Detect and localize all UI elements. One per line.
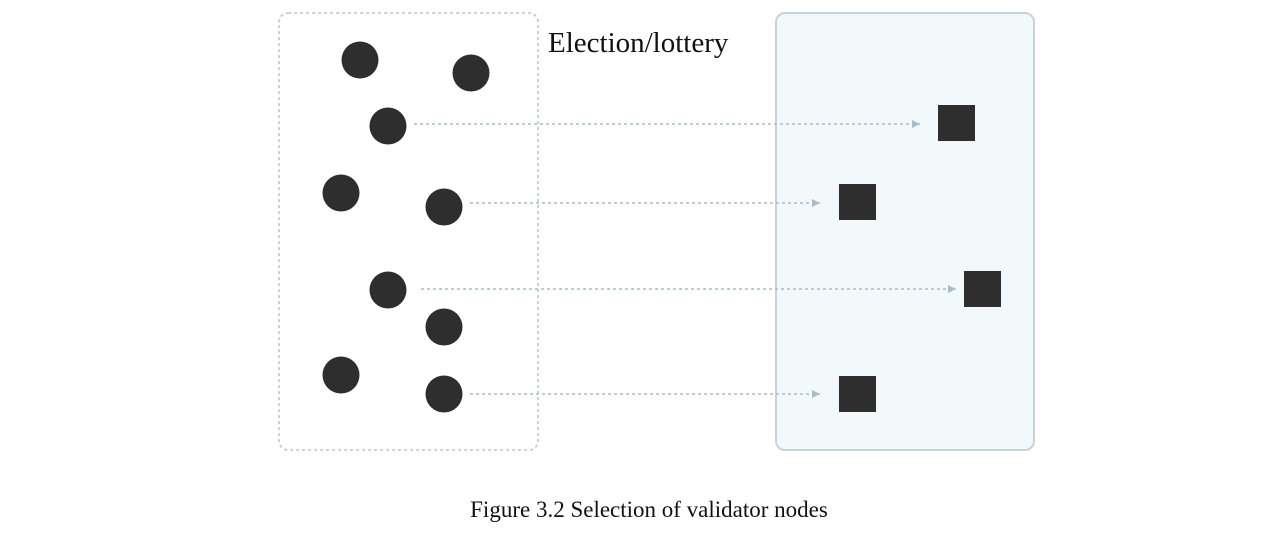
validator-node xyxy=(964,271,1001,307)
candidate-node xyxy=(341,41,379,79)
candidate-node xyxy=(452,54,490,92)
candidate-node-selected xyxy=(425,375,463,413)
candidate-node xyxy=(322,356,360,394)
selected-validators-panel xyxy=(775,12,1035,451)
validator-node xyxy=(839,184,876,220)
election-lottery-label: Election/lottery xyxy=(548,27,729,59)
candidate-node-selected xyxy=(369,107,407,145)
candidate-pool-panel xyxy=(278,12,539,451)
figure-caption: Figure 3.2 Selection of validator nodes xyxy=(470,497,828,522)
validator-node xyxy=(839,376,876,412)
candidate-node-selected xyxy=(425,188,463,226)
candidate-node-selected xyxy=(369,271,407,309)
candidate-node xyxy=(322,174,360,212)
validator-node xyxy=(938,105,975,141)
selection-arrows xyxy=(414,120,956,398)
validator-nodes xyxy=(839,105,1001,412)
candidate-node xyxy=(425,308,463,346)
candidate-nodes xyxy=(322,41,490,413)
